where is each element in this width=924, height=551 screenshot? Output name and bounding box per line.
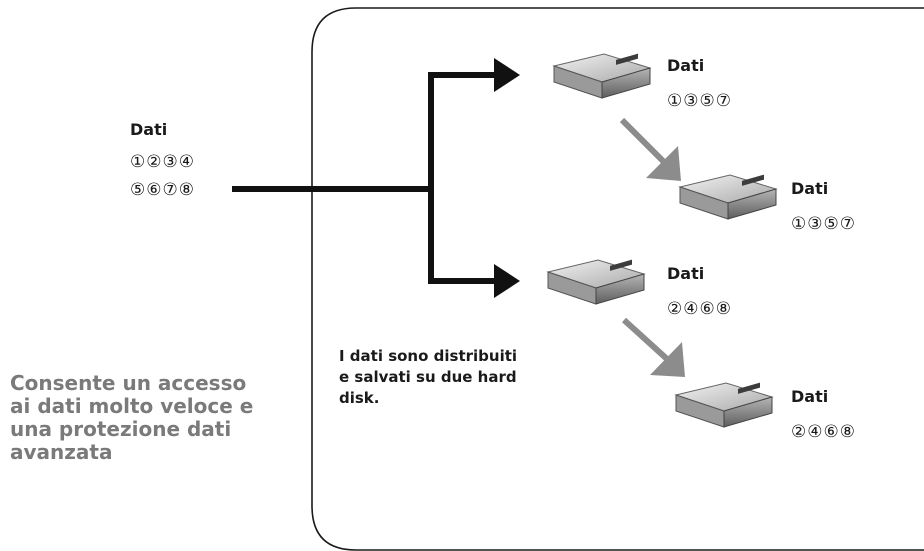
storage-box (311, 7, 924, 551)
caption-line-3: una protezione dati (10, 417, 232, 441)
mirror-arrow-2 (621, 317, 685, 377)
disk-3-label: Dati (667, 264, 705, 283)
source-data-label: Dati (130, 120, 168, 139)
disk-4-numbers: ②④⑥⑧ (791, 422, 856, 442)
arrow-head-bottom (494, 264, 520, 298)
caption-line-4: avanzata (10, 440, 113, 464)
disk-4-label: Dati (791, 387, 829, 406)
source-data-numbers-line1: ①②③④ (130, 152, 195, 172)
disk-1-label: Dati (667, 56, 705, 75)
disk-2-numbers: ①③⑤⑦ (791, 214, 856, 234)
caption-line-1: Consente un accesso (10, 371, 247, 395)
description-line-1: I dati sono distribuiti (339, 347, 518, 365)
mirror-arrow-1 (619, 117, 681, 181)
feature-caption: Consente un accesso ai dati molto veloce… (10, 372, 280, 464)
arrow-head-top (494, 58, 520, 92)
hard-disk-icon (674, 382, 774, 428)
disk-1-numbers: ①③⑤⑦ (667, 91, 732, 111)
description-line-3: disk. (339, 389, 380, 407)
data-routing-lines (232, 72, 498, 284)
hard-disk-icon (546, 259, 646, 305)
description-line-2: e salvati su due hard (339, 368, 517, 386)
hard-disk-icon (678, 174, 778, 220)
distribution-description: I dati sono distribuiti e salvati su due… (339, 346, 549, 409)
caption-line-2: ai dati molto veloce e (10, 394, 254, 418)
source-data-numbers-line2: ⑤⑥⑦⑧ (130, 180, 195, 200)
disk-3-numbers: ②④⑥⑧ (667, 299, 732, 319)
hard-disk-icon (552, 53, 652, 99)
disk-2-label: Dati (791, 179, 829, 198)
